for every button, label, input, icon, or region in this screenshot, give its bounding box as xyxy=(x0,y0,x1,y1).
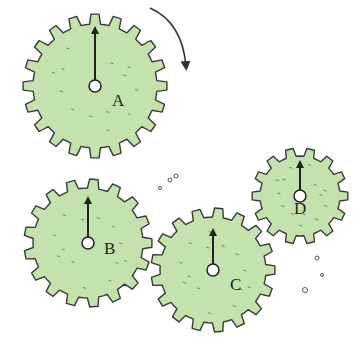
gear-texture xyxy=(57,255,60,257)
gear-texture xyxy=(89,116,92,117)
gear-texture xyxy=(62,249,65,250)
gear-hub xyxy=(82,237,94,249)
rotation-arrow xyxy=(150,8,186,66)
gear-texture xyxy=(71,109,74,110)
gear-texture xyxy=(277,193,280,194)
gear-texture xyxy=(53,235,56,236)
gear-texture xyxy=(52,72,55,73)
gear xyxy=(252,149,348,244)
gear-label: B xyxy=(104,240,115,257)
gear-texture xyxy=(299,225,302,226)
gear-texture xyxy=(315,219,318,220)
gear-texture xyxy=(128,114,131,115)
gear-texture xyxy=(209,232,212,233)
gear-texture xyxy=(248,287,251,288)
gear-texture xyxy=(236,254,239,255)
gear-label: A xyxy=(112,92,124,109)
gear-texture xyxy=(183,282,186,283)
gear-texture xyxy=(320,194,323,195)
gear-texture xyxy=(112,226,115,227)
gear-texture xyxy=(188,276,191,277)
gear-texture xyxy=(83,287,86,288)
pointer-arrow xyxy=(212,232,214,264)
gear-texture xyxy=(119,243,122,244)
gear-texture xyxy=(324,190,327,191)
gear-texture xyxy=(135,89,138,90)
gear-texture xyxy=(115,262,118,263)
gear-texture xyxy=(197,288,200,289)
gear-label: C xyxy=(230,276,241,293)
gear-texture xyxy=(61,69,64,70)
gear-texture xyxy=(281,206,284,207)
gear-texture xyxy=(97,218,100,219)
pointer-arrow xyxy=(94,30,96,80)
gear-texture xyxy=(66,48,69,49)
gear-texture xyxy=(324,205,327,206)
pointer-arrow xyxy=(299,164,301,190)
gear-texture xyxy=(84,203,87,204)
gear-texture xyxy=(243,270,246,271)
gear-texture xyxy=(314,184,317,185)
gear-texture xyxy=(81,219,84,220)
gear-texture xyxy=(282,179,285,180)
gear-hub xyxy=(89,80,101,92)
gear-texture xyxy=(111,63,114,64)
gear-hub xyxy=(207,264,219,276)
gear-texture xyxy=(123,75,126,76)
gear-texture xyxy=(63,215,66,216)
gear-texture xyxy=(179,262,182,263)
gear-texture xyxy=(291,213,294,214)
gear-texture xyxy=(189,243,192,244)
gear-texture xyxy=(124,261,127,262)
pointer-arrow xyxy=(87,200,89,237)
gear-label: D xyxy=(294,200,306,217)
gear-texture xyxy=(289,167,292,168)
gear-texture xyxy=(222,246,225,247)
gear-texture xyxy=(233,306,236,307)
gear-texture xyxy=(60,91,63,92)
bubbles xyxy=(159,174,324,293)
gear-texture xyxy=(276,180,279,181)
gear-texture xyxy=(108,280,111,281)
gear-texture xyxy=(72,261,75,262)
gear-texture xyxy=(308,165,311,166)
gear-texture xyxy=(206,247,209,248)
gear xyxy=(151,208,275,332)
gear-texture xyxy=(128,67,131,68)
gear-texture xyxy=(106,112,109,113)
gear xyxy=(24,179,151,307)
gear-texture xyxy=(106,130,109,131)
gear xyxy=(23,14,167,158)
gear-texture xyxy=(208,313,211,314)
